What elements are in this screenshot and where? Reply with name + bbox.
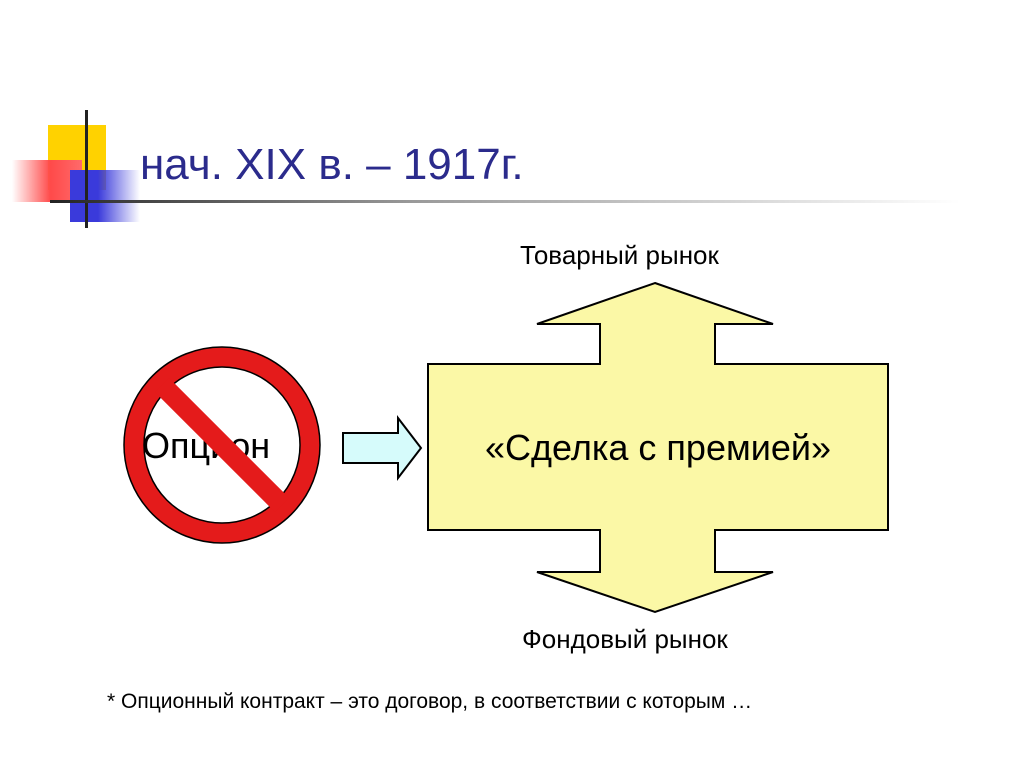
prohibition-inner-edge: [143, 366, 301, 524]
prohibition-slash: [154, 377, 290, 513]
prohibition-ring: [124, 347, 320, 543]
up-down-arrow-shape: [427, 281, 889, 614]
prohibition-outer-edge: [123, 346, 321, 544]
commodity-market-label: Товарный рынок: [520, 240, 719, 270]
slide-title: нач. XIX в. – 1917г.: [140, 140, 524, 189]
decorative-vertical-line: [85, 110, 88, 228]
footnote: * Опционный контракт – это договор, в со…: [107, 690, 753, 713]
title-underline: [50, 200, 960, 203]
decorative-blue-square: [70, 170, 140, 222]
premium-deal-label: «Сделка с премией»: [485, 427, 831, 468]
stock-market-label: Фондовый рынок: [522, 624, 728, 654]
right-arrow-icon: [342, 415, 423, 481]
